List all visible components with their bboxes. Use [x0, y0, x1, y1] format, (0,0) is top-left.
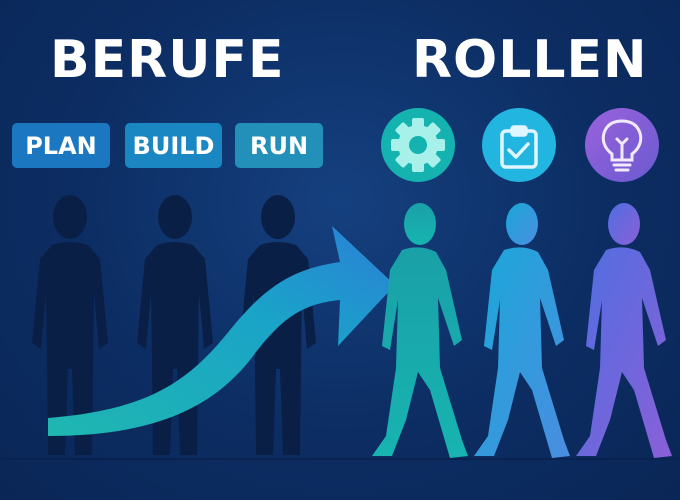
- tag-build: BUILD: [125, 123, 222, 168]
- tag-plan: PLAN: [12, 123, 110, 168]
- tag-run: RUN: [235, 123, 323, 168]
- transition-arrow: [48, 226, 395, 436]
- role-person-purple: [576, 203, 672, 458]
- lightbulb-icon: [601, 119, 643, 172]
- role-person-cyan: [474, 203, 570, 458]
- clipboard-check-icon: [500, 125, 538, 169]
- lightbulb-role-badge: [585, 108, 659, 182]
- floor-line: [0, 458, 680, 460]
- rollen-title: ROLLEN: [412, 30, 648, 90]
- gear-role-badge: [381, 108, 455, 182]
- clipboard-role-badge: [482, 108, 556, 182]
- berufe-title: BERUFE: [50, 30, 285, 90]
- role-person-teal: [372, 203, 468, 458]
- gear-icon: [391, 118, 445, 172]
